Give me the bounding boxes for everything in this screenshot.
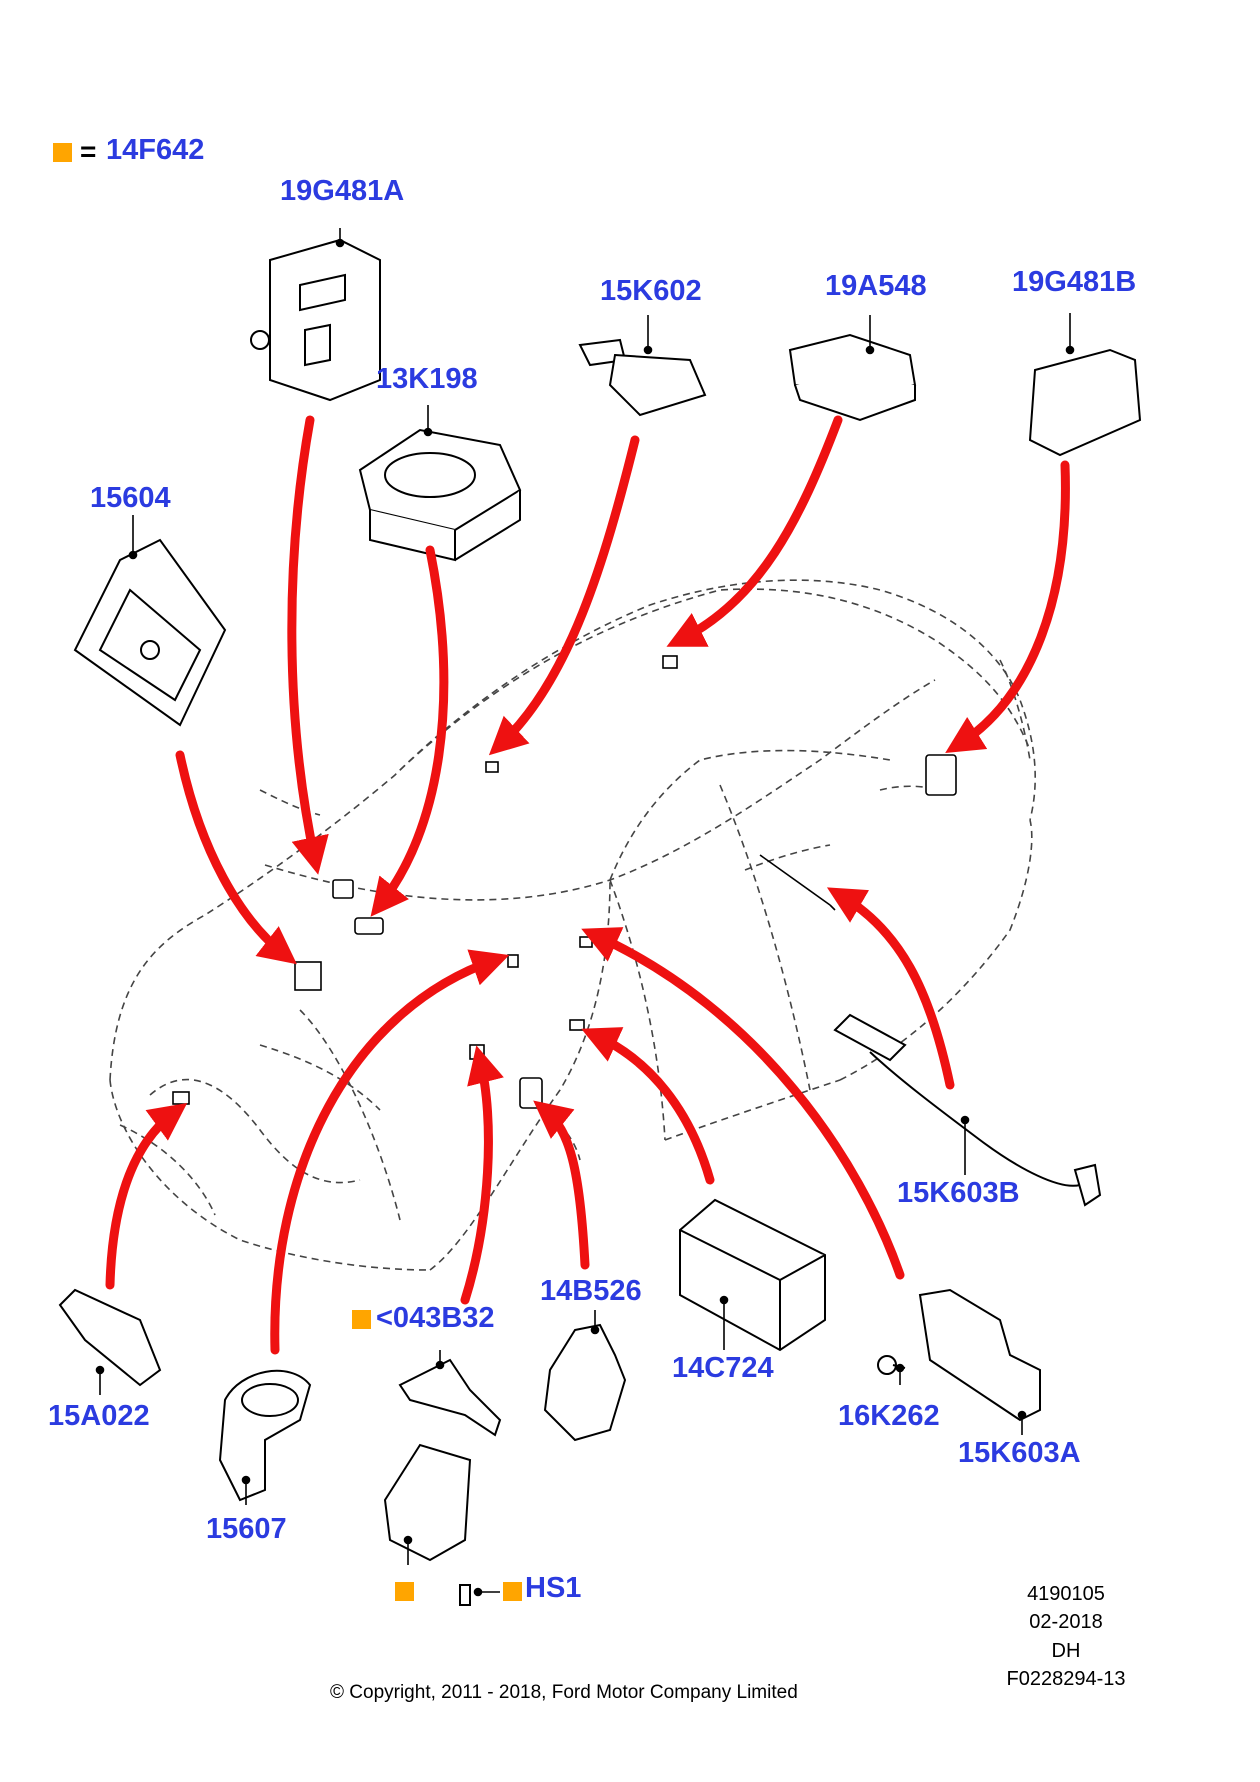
part-15604-shape [73,538,227,727]
part-19A548-shape [788,333,917,422]
arrow-19G481A [287,415,329,875]
label-15K602[interactable]: 15K602 [600,275,702,307]
legend-swatch [53,143,72,162]
diagram-ref: F0228294-13 [1006,1668,1126,1690]
arrow-15604 [175,750,297,965]
diagram-initials: DH [1051,1640,1081,1662]
label-16K262[interactable]: 16K262 [838,1400,940,1432]
part-19G481A-shape [250,238,381,402]
leader-lines [95,228,1075,1597]
label-14B526[interactable]: 14B526 [540,1275,642,1307]
label-19G481A[interactable]: 19G481A [280,175,405,207]
part-15K603A-shape [918,1288,1041,1422]
part-15K603B-shape [833,1013,1102,1207]
legend-part-label[interactable]: 14F642 [106,134,205,166]
arrow-14C724 [581,1027,715,1185]
label-19G481B[interactable]: 19G481B [1012,266,1137,298]
part-14C724-shape [679,1198,826,1352]
swatch-bracket [395,1582,414,1601]
part-15K602-shape [578,338,707,417]
diagram-date: 02-2018 [1029,1611,1103,1633]
vehicle-components [172,655,957,1109]
label-15A022[interactable]: 15A022 [48,1400,150,1432]
part-043B32-shape [383,1358,502,1562]
part-HS1-shape [459,1584,471,1606]
arrow-19G481B [945,460,1070,754]
arrow-15K603B [826,887,955,1090]
arrow-14B526 [533,1100,590,1270]
arrow-043B32 [460,1045,504,1305]
label-15K603B[interactable]: 15K603B [897,1177,1020,1209]
part-13K198-shape [358,428,522,562]
part-illustrations [58,238,1142,1606]
diagram-number: 4190105 [1027,1583,1105,1605]
label-15604[interactable]: 15604 [90,482,171,514]
label-043B32[interactable]: <043B32 [376,1302,495,1334]
arrows [105,415,1070,1355]
swatch-043B32 [352,1310,371,1329]
part-14B526-shape [543,1323,627,1442]
legend-equals: = [80,136,97,167]
arrow-13K198 [370,545,449,917]
arrow-16K262 [581,927,905,1280]
arrow-15K602 [488,435,640,756]
swatch-HS1 [503,1582,522,1601]
label-13K198[interactable]: 13K198 [376,363,478,395]
label-19A548[interactable]: 19A548 [825,270,927,302]
arrow-15607 [270,949,510,1355]
part-15607-shape [218,1369,312,1502]
arrow-15A022 [105,1103,188,1290]
arrow-19A548 [666,415,843,647]
label-HS1[interactable]: HS1 [525,1572,582,1604]
label-15K603A[interactable]: 15K603A [958,1437,1081,1469]
part-15A022-shape [58,1288,162,1387]
label-15607[interactable]: 15607 [206,1513,287,1545]
label-14C724[interactable]: 14C724 [672,1352,774,1384]
part-19G481B-shape [1028,348,1142,457]
copyright-text: © Copyright, 2011 - 2018, Ford Motor Com… [330,1682,798,1703]
